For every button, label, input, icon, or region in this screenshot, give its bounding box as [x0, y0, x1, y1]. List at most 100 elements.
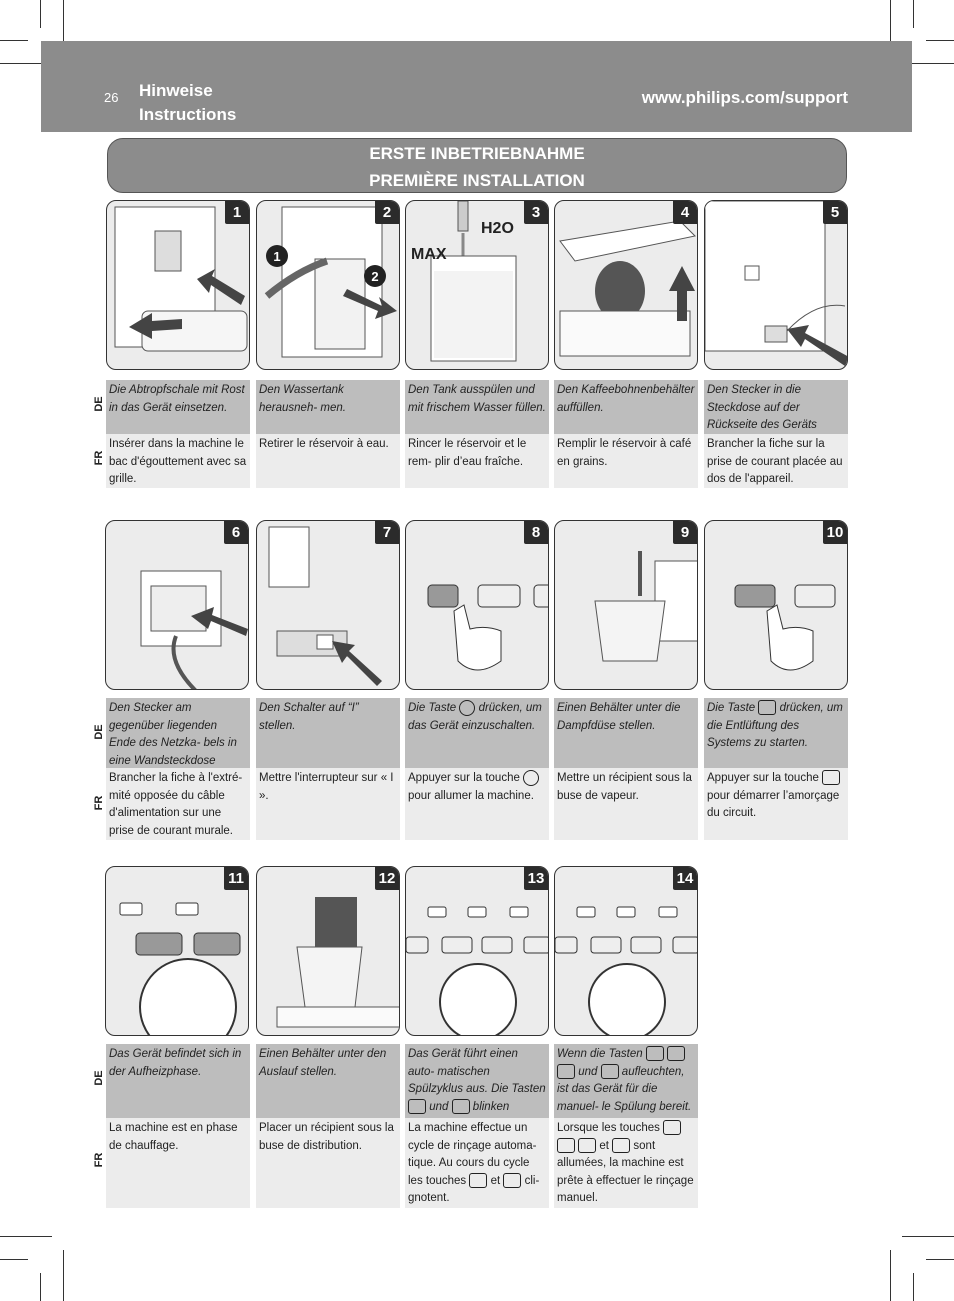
step-14-text-de: Wenn die Tasten und aufleuchten, ist das… [554, 1044, 698, 1118]
section-title: Hinweise Instructions [139, 79, 236, 127]
section-title-fr: Instructions [139, 105, 237, 124]
step-12-illustration: 12 [256, 866, 400, 1036]
container-under-spout-illustration [276, 897, 399, 1028]
step-4-text-de: Den Kaffeebohnenbehälter auffüllen. [554, 380, 698, 434]
step-2-text-de: Den Wassertank herausneh- men. [256, 380, 400, 434]
crop-mark [890, 0, 891, 52]
step-14-fr-b: et [599, 1139, 609, 1152]
step-13-de-b: und [429, 1100, 449, 1113]
plug-back-illustration [705, 201, 847, 366]
lang-label-de: DE [93, 396, 105, 412]
crop-mark [913, 0, 914, 28]
step-3-text-de: Den Tank ausspülen und mit frischem Wass… [405, 380, 549, 434]
step-13-de-a: Das Gerät führt einen auto- matischen Sp… [408, 1048, 546, 1095]
lang-label-de: DE [93, 724, 105, 740]
step-number: 8 [524, 521, 548, 544]
step-14-illustration: 14 [554, 866, 698, 1036]
water-tank-removal-illustration: 1 2 [264, 206, 397, 358]
step-10-de-a: Die Taste [707, 702, 756, 714]
crop-mark [0, 1259, 28, 1260]
step-13-fr-a: La machine effectue un cycle de rinçage … [408, 1122, 537, 1187]
section-title-de: Hinweise [139, 81, 213, 100]
crop-mark [40, 1273, 41, 1301]
step-5-text-fr: Brancher la fiche sur la prise de couran… [704, 434, 848, 488]
step-6-text-fr: Brancher la fiche à l'extré- mité opposé… [106, 768, 250, 840]
espresso-cup-icon [469, 1172, 488, 1188]
step-7-illustration: 7 [256, 520, 400, 690]
hot-water-icon [612, 1137, 631, 1153]
hot-water-icon [600, 1063, 619, 1079]
step-number: 14 [673, 867, 697, 890]
step-number: 2 [375, 201, 399, 224]
crop-mark [902, 63, 954, 64]
crop-mark [926, 1259, 954, 1260]
crop-mark [40, 0, 41, 28]
power-button-illustration [427, 584, 548, 671]
callout-2: 2 [371, 269, 378, 284]
banner-title-fr: PREMIÈRE INSTALLATION [369, 171, 585, 190]
step-number: 5 [823, 201, 847, 224]
step-8-text-de: Die Taste drücken, um das Gerät einzusch… [405, 698, 549, 768]
step-9-text-de: Einen Behälter unter die Dampfdüse stell… [554, 698, 698, 768]
step-8-illustration: 8 [405, 520, 549, 690]
step-10-de-b: drücken, um die Entlüftung des Systems z… [707, 702, 843, 749]
coffee-cup-icon [451, 1098, 470, 1114]
step-8-de-a: Die Taste [408, 702, 457, 715]
crop-mark [926, 40, 954, 41]
step-14-de-b: und [578, 1065, 598, 1078]
step-14-fr-c: sont allumées, la machine est prête à ef… [557, 1139, 694, 1205]
drip-tray-illustration [114, 206, 248, 352]
espresso-cup-icon [408, 1098, 426, 1114]
crop-mark [890, 1250, 891, 1301]
step-9-text-fr: Mettre un récipient sous la buse de vape… [554, 768, 698, 840]
step-1-illustration: 1 [106, 200, 250, 370]
step-3-illustration: MAX H2O 3 [405, 200, 549, 370]
step-number: 10 [823, 521, 847, 544]
step-4-text-fr: Remplir le réservoir à café en grains. [554, 434, 698, 488]
power-icon [523, 770, 540, 786]
crop-mark [0, 63, 52, 64]
step-13-text-fr: La machine effectue un cycle de rinçage … [405, 1118, 549, 1208]
crop-mark [0, 40, 28, 41]
long-coffee-icon [578, 1137, 597, 1153]
step-3-text-fr: Rincer le réservoir et le rem- plir d’ea… [405, 434, 549, 488]
manual-rinse-ready-illustration [555, 906, 697, 1035]
page-number: 26 [104, 90, 119, 105]
step-8-text-fr: Appuyer sur la touche pour allumer la ma… [405, 768, 549, 840]
step-number: 12 [375, 867, 399, 890]
espresso-cup-icon [663, 1120, 682, 1136]
step-7-text-de: Den Schalter auf “I” stellen. [256, 698, 400, 768]
step-8-de-b: drücken, um das Gerät einzuschalten. [408, 702, 542, 732]
step-4-illustration: 4 [554, 200, 698, 370]
step-number: 4 [673, 201, 697, 224]
coffee-cup-icon [667, 1046, 686, 1062]
step-10-text-fr: Appuyer sur la touche pour démarrer l’am… [704, 768, 848, 840]
h2o-label: H2O [481, 220, 514, 237]
max-label: MAX [411, 246, 447, 263]
step-13-illustration: 13 [405, 866, 549, 1036]
coffee-cup-icon [557, 1137, 575, 1153]
support-url[interactable]: www.philips.com/support [641, 88, 848, 107]
crop-mark [63, 0, 64, 52]
prime-button-illustration [734, 584, 836, 671]
step-number: 6 [224, 521, 248, 544]
main-switch-illustration [268, 526, 382, 686]
step-14-de-a: Wenn die Tasten [557, 1048, 643, 1060]
step-8-fr-a: Appuyer sur la touche [408, 772, 520, 785]
step-8-fr-b: pour allumer la machine. [408, 789, 534, 802]
lang-label-fr: FR [93, 1152, 105, 1168]
step-14-text-fr: Lorsque les touches et sont allumées, la… [554, 1118, 698, 1208]
step-10-illustration: 10 [704, 520, 848, 690]
step-5-text-de: Den Stecker in die Steckdose auf der Rüc… [704, 380, 848, 449]
wall-socket-illustration [140, 570, 248, 689]
crop-mark [63, 1250, 64, 1301]
lang-label-de: DE [93, 1070, 105, 1086]
step-10-fr-b: pour démarrer l’amorçage du circuit. [707, 789, 840, 820]
heating-phase-illustration [119, 902, 241, 1035]
step-number: 1 [225, 201, 249, 224]
step-12-text-de: Einen Behälter unter den Auslauf stellen… [256, 1044, 400, 1118]
step-2-text-fr: Retirer le réservoir à eau. [256, 434, 400, 488]
banner-title-de: ERSTE INBETRIEBNAHME [369, 144, 585, 163]
step-number: 7 [375, 521, 399, 544]
step-6-text-de: Den Stecker am gegenüber liegenden Ende … [106, 698, 250, 784]
